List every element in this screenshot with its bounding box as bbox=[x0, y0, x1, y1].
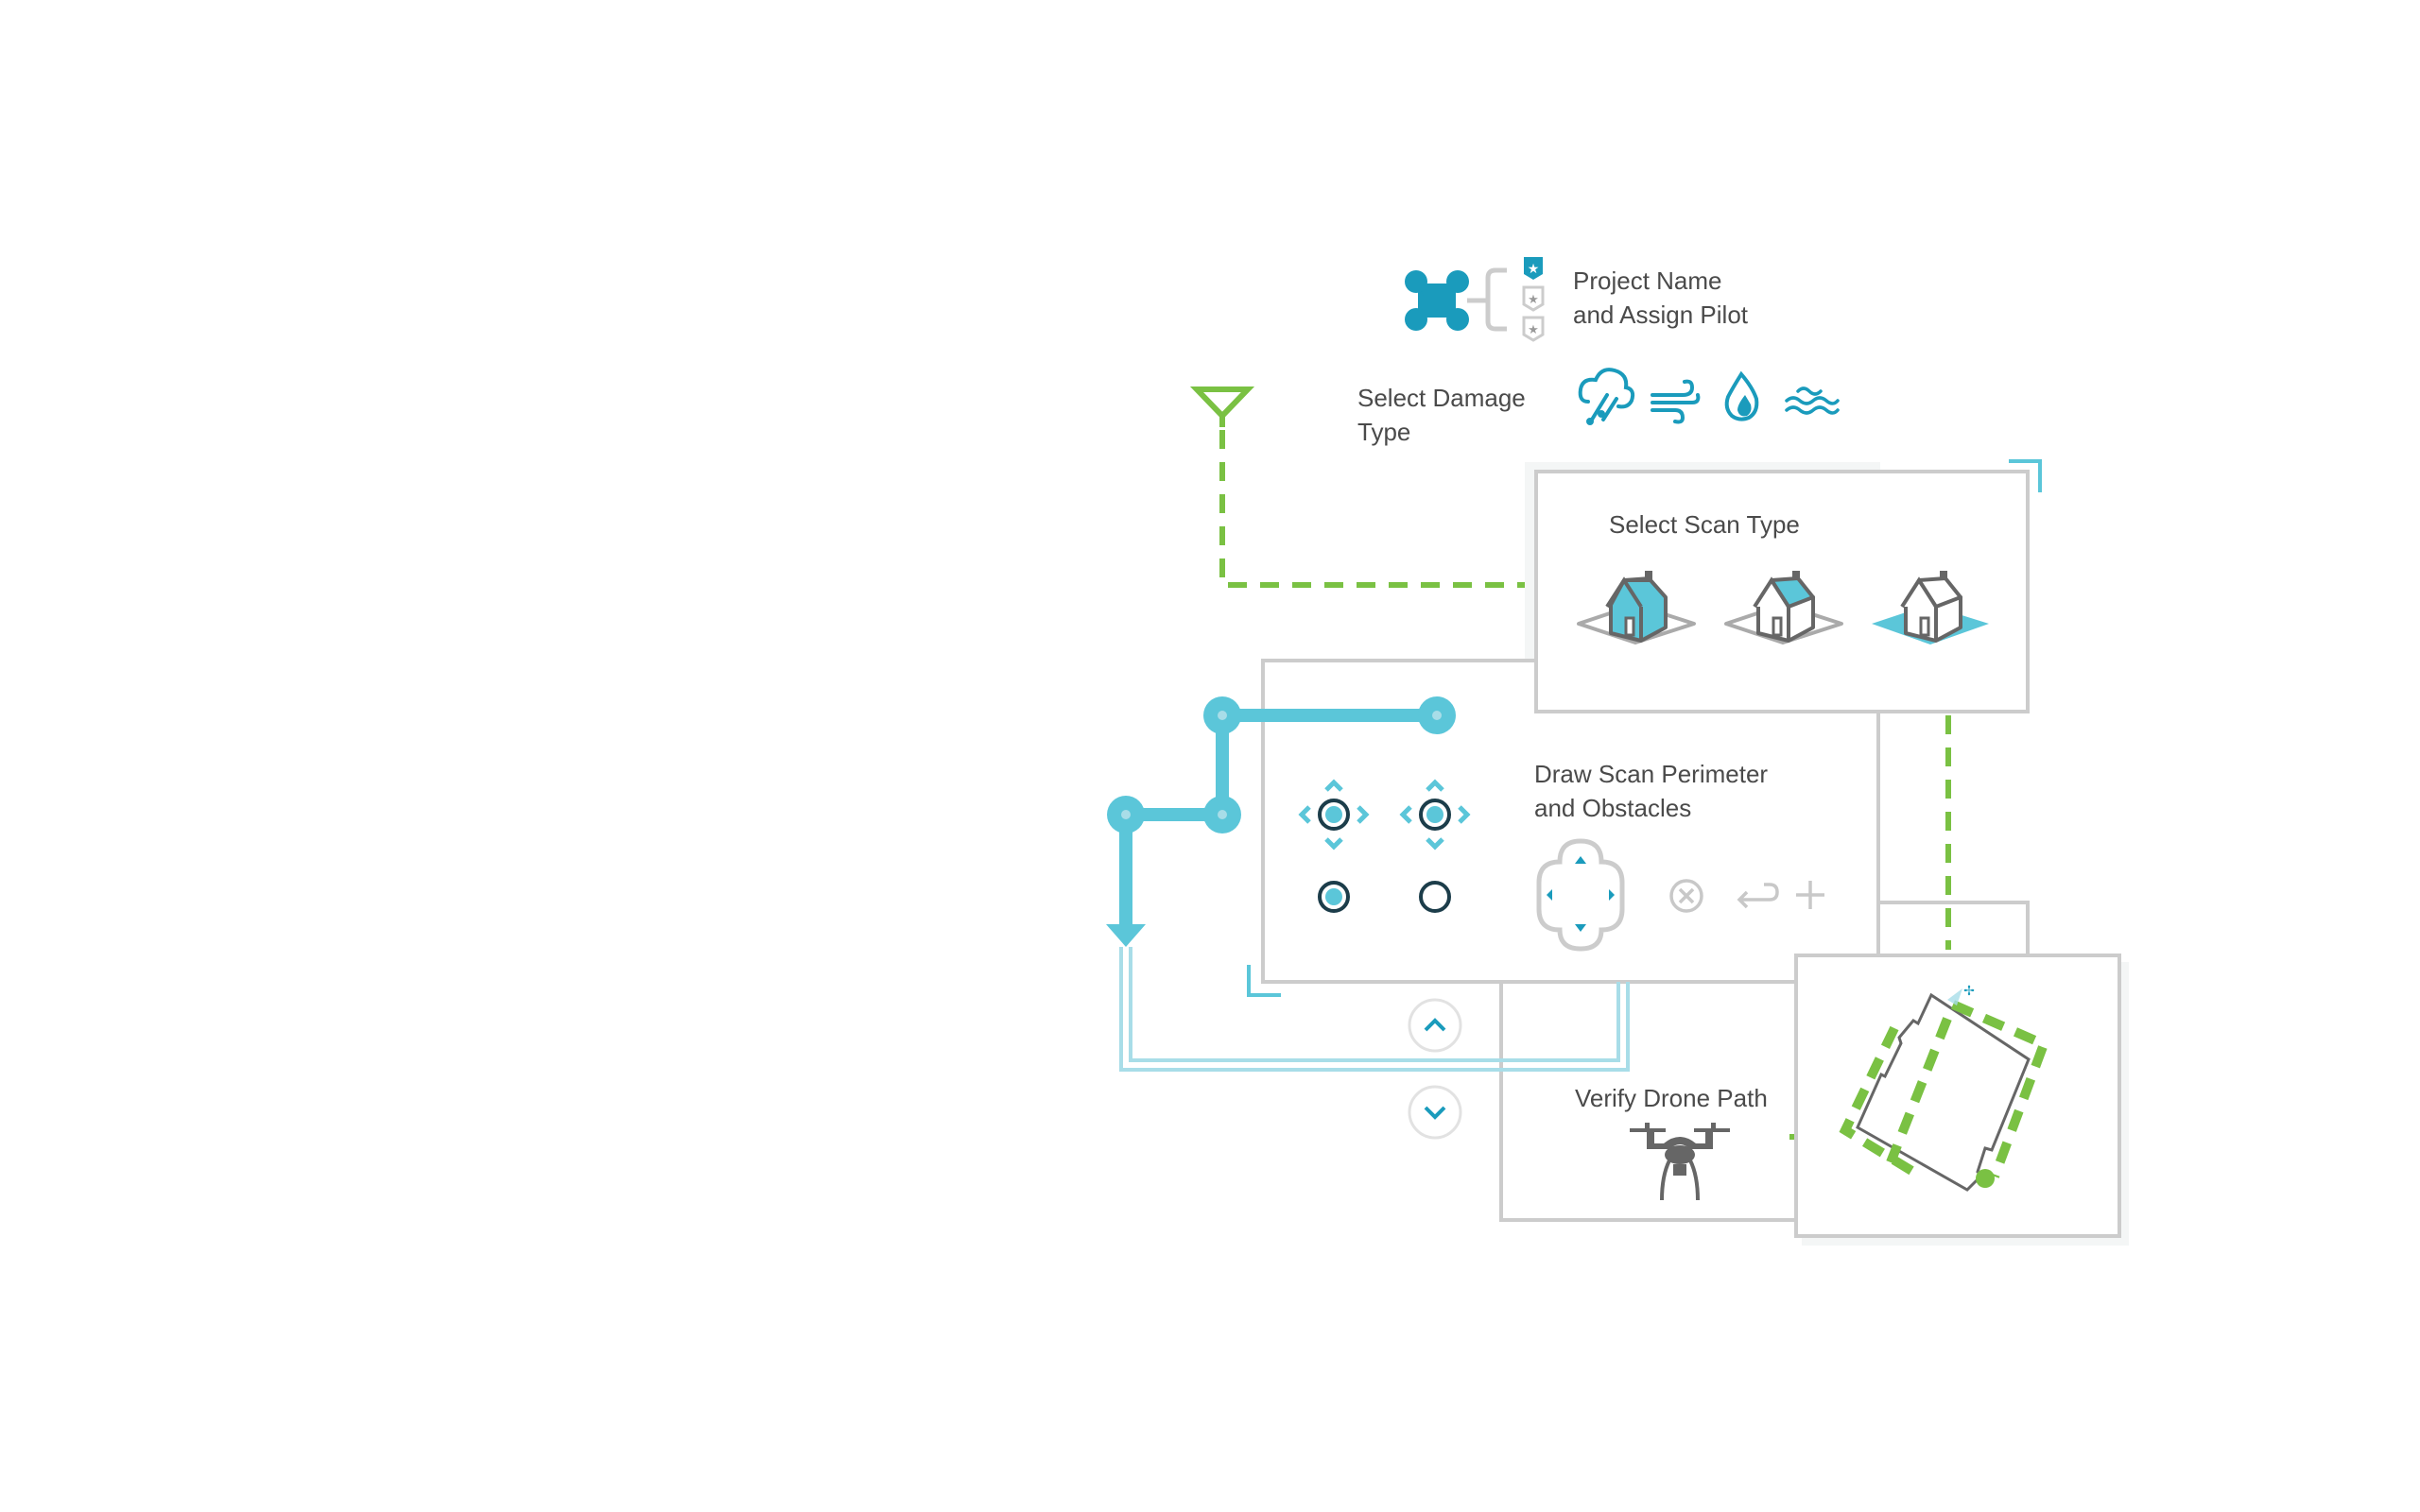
svg-text:★: ★ bbox=[1528, 261, 1540, 276]
perimeter-step: Draw Scan Perimeter and Obstacles bbox=[1298, 760, 1824, 952]
path-node[interactable] bbox=[1203, 796, 1241, 833]
map-preview[interactable]: ✢ bbox=[1794, 954, 2121, 1238]
chevron-down-icon bbox=[1424, 1106, 1446, 1120]
scan-type-step: Select Scan Type bbox=[1534, 459, 2042, 713]
path-node[interactable] bbox=[1418, 696, 1456, 734]
svg-text:★: ★ bbox=[1528, 292, 1539, 306]
bracket-icon bbox=[1467, 267, 1507, 332]
direction-pad[interactable] bbox=[1536, 838, 1625, 952]
damage-label-line1: Select Damage bbox=[1357, 384, 1526, 412]
pad-down-icon[interactable] bbox=[1575, 924, 1586, 932]
move-point-tool[interactable] bbox=[1399, 779, 1471, 850]
perimeter-label-line1: Draw Scan Perimeter bbox=[1534, 760, 1768, 788]
project-step: ★ ★ ★ Project Name and Assign Pilot bbox=[1405, 257, 1749, 342]
roof-scan-option[interactable] bbox=[1577, 571, 1696, 644]
path-node[interactable] bbox=[1107, 796, 1145, 833]
project-label-line1: Project Name bbox=[1573, 266, 1722, 295]
add-icon[interactable] bbox=[1796, 881, 1824, 909]
path-end-marker bbox=[1976, 1169, 1995, 1188]
drone-path-step: Verify Drone Path bbox=[1575, 1084, 1795, 1201]
corner-accent bbox=[2009, 459, 2042, 492]
scan-type-title: Select Scan Type bbox=[1609, 510, 1800, 539]
scroll-up-button[interactable] bbox=[1408, 998, 1462, 1053]
point-filled-tool[interactable] bbox=[1318, 881, 1350, 913]
pad-left-icon[interactable] bbox=[1547, 889, 1552, 901]
project-label-line2: and Assign Pilot bbox=[1573, 301, 1749, 329]
drone-path-panel bbox=[1499, 980, 1798, 1222]
path-node[interactable] bbox=[1203, 696, 1241, 734]
back-panel bbox=[1876, 901, 2030, 957]
wind-icon[interactable] bbox=[1651, 379, 1701, 424]
drone-view-cone bbox=[1947, 988, 1962, 1005]
corner-accent bbox=[1247, 965, 1281, 997]
move-point-active-tool[interactable] bbox=[1298, 779, 1370, 850]
delete-icon[interactable] bbox=[1669, 879, 1703, 913]
pilot-badge-active-icon: ★ bbox=[1524, 257, 1543, 280]
perimeter-label-line2: and Obstacles bbox=[1534, 794, 1691, 822]
start-marker-icon bbox=[1189, 387, 1255, 427]
quadcopter-icon bbox=[1630, 1123, 1730, 1201]
drone-logo-icon bbox=[1405, 270, 1469, 331]
flood-icon[interactable] bbox=[1785, 387, 1840, 415]
green-dashed-connector bbox=[1219, 430, 1536, 588]
drone-position-icon: ✢ bbox=[1963, 983, 1975, 998]
fire-icon[interactable] bbox=[1724, 370, 1759, 421]
svg-text:★: ★ bbox=[1528, 322, 1539, 336]
cyan-double-connector bbox=[1119, 947, 1630, 1072]
damage-step: Select Damage Type bbox=[1357, 368, 1840, 446]
pilot-badge-icon: ★ bbox=[1522, 316, 1545, 342]
building-outline bbox=[1856, 992, 2031, 1192]
roof-outline-scan-option[interactable] bbox=[1724, 571, 1843, 644]
drone-path-title: Verify Drone Path bbox=[1575, 1084, 1768, 1112]
point-empty-tool[interactable] bbox=[1419, 881, 1451, 913]
pad-right-icon[interactable] bbox=[1609, 889, 1615, 901]
flight-path bbox=[1839, 1000, 2050, 1178]
hail-storm-icon[interactable] bbox=[1578, 368, 1635, 425]
undo-icon[interactable] bbox=[1737, 883, 1779, 909]
chevron-up-icon bbox=[1424, 1018, 1446, 1032]
pad-up-icon[interactable] bbox=[1575, 856, 1586, 864]
green-dot bbox=[1789, 1134, 1795, 1140]
pilot-badge-icon: ★ bbox=[1522, 285, 1545, 312]
scroll-down-button[interactable] bbox=[1408, 1085, 1462, 1140]
arrow-down-icon bbox=[1106, 924, 1146, 947]
perimeter-node-path bbox=[1106, 696, 1456, 947]
ground-footprint-scan-option[interactable] bbox=[1872, 571, 1989, 644]
damage-label-line2: Type bbox=[1357, 418, 1410, 446]
